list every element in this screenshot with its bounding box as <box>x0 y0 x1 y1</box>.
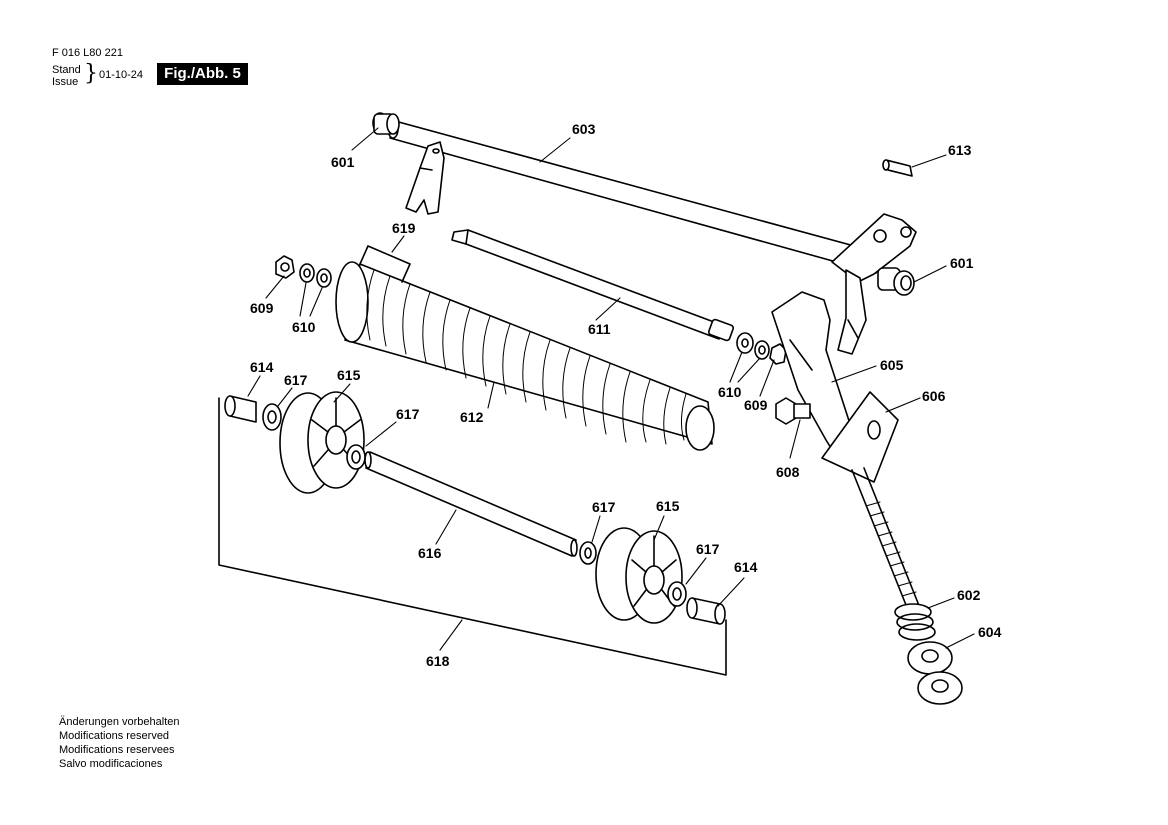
footer-line-fr: Modifications reservees <box>59 744 175 756</box>
shaft-603 <box>387 119 881 274</box>
bracket-619 <box>359 245 411 283</box>
bracket-618 <box>218 397 727 676</box>
pin-613 <box>882 159 913 177</box>
label-610-right: 610 <box>718 384 742 400</box>
label-617-right-outer: 617 <box>696 541 720 557</box>
threaded-rod <box>851 467 921 611</box>
washer-617-right-outer <box>667 581 687 607</box>
label-614-right: 614 <box>734 559 758 575</box>
label-616: 616 <box>418 545 442 561</box>
part-labels: 601 603 613 601 619 609 610 611 610 609 … <box>250 121 1002 669</box>
sleeve-614-left <box>224 395 257 423</box>
label-617-right-inner: 617 <box>592 499 616 515</box>
label-601-left: 601 <box>331 154 355 170</box>
rod-611 <box>451 229 735 342</box>
fork-arm-left <box>405 141 445 215</box>
washer-617-right-inner <box>579 541 597 565</box>
wheel-615-left <box>279 391 365 494</box>
label-615-right: 615 <box>656 498 680 514</box>
label-615-left: 615 <box>337 367 361 383</box>
label-606: 606 <box>922 388 946 404</box>
footer-notes: Änderungen vorbehalten Modifications res… <box>59 715 179 771</box>
bolt-608 <box>775 397 811 425</box>
washers-610-right <box>736 332 770 360</box>
label-619: 619 <box>392 220 416 236</box>
bushing-601-left <box>372 112 400 135</box>
label-610-left: 610 <box>292 319 316 335</box>
nut-604 <box>907 641 963 705</box>
wheel-615-right <box>595 527 683 624</box>
washer-617-left-outer <box>262 403 282 431</box>
label-602: 602 <box>957 587 981 603</box>
label-613: 613 <box>948 142 972 158</box>
label-604: 604 <box>978 624 1002 640</box>
axle-616 <box>364 451 578 557</box>
roller-612 <box>335 261 715 451</box>
label-617-left-inner: 617 <box>396 406 420 422</box>
stand-label: Stand <box>52 64 81 76</box>
label-609-right: 609 <box>744 397 768 413</box>
footer-line-es: Salvo modificaciones <box>59 758 163 770</box>
label-611: 611 <box>588 321 611 337</box>
spring-602 <box>894 603 936 641</box>
label-618: 618 <box>426 653 450 669</box>
label-612: 612 <box>460 409 484 425</box>
label-605: 605 <box>880 357 904 373</box>
label-609-left: 609 <box>250 300 274 316</box>
label-601-right: 601 <box>950 255 974 271</box>
issue-label: Issue <box>52 76 79 88</box>
label-617-left-outer: 617 <box>284 372 308 388</box>
doc-number: F 016 L80 221 <box>52 47 123 59</box>
sleeve-614-right <box>686 597 726 625</box>
nut-609-left <box>275 255 295 279</box>
lever-605 <box>771 291 853 457</box>
bracket-right <box>831 213 917 355</box>
issue-date: 01-10-24 <box>99 69 144 81</box>
nut-609-right <box>769 343 787 365</box>
washer-617-left-inner <box>346 444 366 470</box>
bushing-601-right <box>877 267 915 296</box>
label-603: 603 <box>572 121 596 137</box>
footer-line-de: Änderungen vorbehalten <box>59 716 180 728</box>
label-614-left: 614 <box>250 359 274 375</box>
footer-line-en: Modifications reserved <box>59 730 170 742</box>
brace-glyph: } <box>84 61 98 86</box>
label-608: 608 <box>776 464 800 480</box>
leader-lines <box>247 127 975 651</box>
figure-badge: Fig./Abb. 5 <box>157 63 248 85</box>
plate-606 <box>821 391 899 483</box>
washers-610-left <box>299 263 332 288</box>
